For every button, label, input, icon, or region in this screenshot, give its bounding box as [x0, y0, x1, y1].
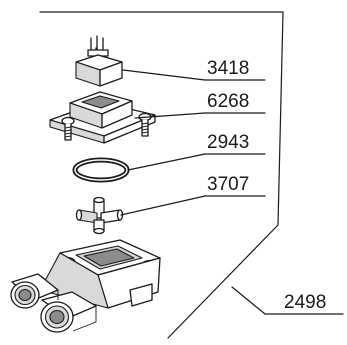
leader-6268 [134, 112, 206, 119]
part-number-3707: 3707 [207, 174, 249, 195]
part-number-2943: 2943 [207, 132, 249, 153]
o-ring-seal-icon [72, 157, 130, 183]
assembly-boundary-line [39, 11, 284, 339]
leader-3418 [122, 69, 206, 81]
part-number-2498: 2498 [284, 292, 326, 313]
tee-fitting-icon [75, 196, 124, 235]
valve-body-housing-icon [10, 239, 161, 333]
part-number-3418: 3418 [207, 58, 249, 79]
leader-3707 [120, 195, 206, 216]
leader-2498 [231, 286, 266, 315]
electrical-connector-plug-icon [75, 35, 123, 87]
mounting-flange-icon [49, 91, 156, 144]
leader-2943 [127, 153, 206, 171]
part-number-6268: 6268 [207, 91, 249, 112]
